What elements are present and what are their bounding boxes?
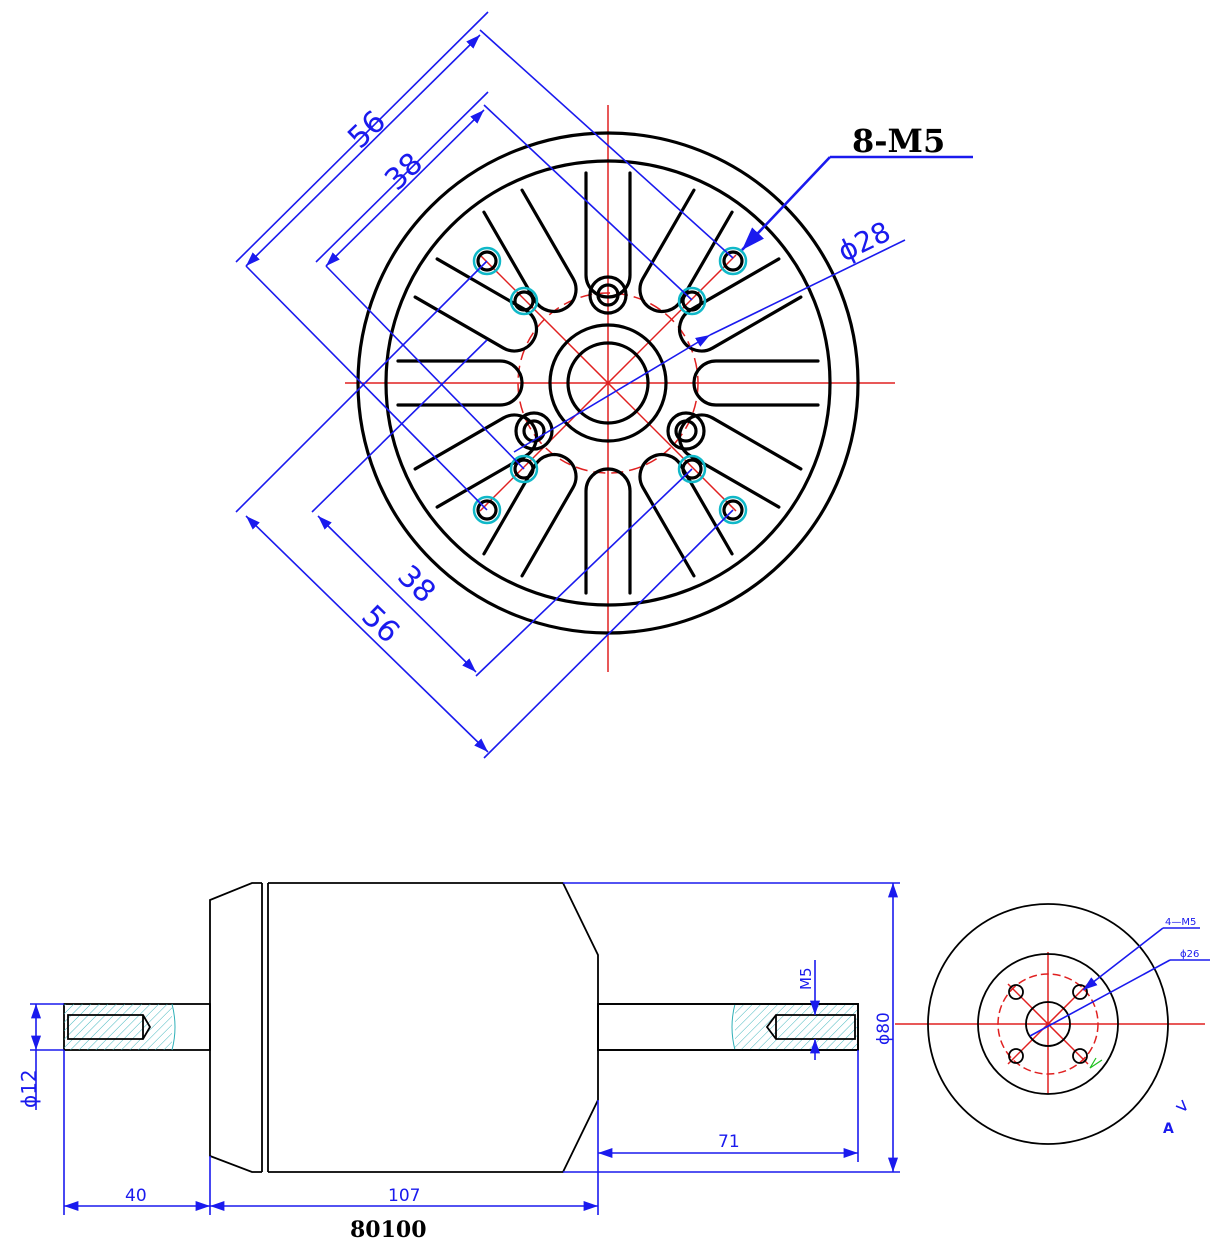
top-view: 56 38 38 56 ϕ28 8-M5 — [235, 11, 973, 759]
motor-body — [268, 882, 599, 1173]
dim-71: 71 — [718, 1132, 740, 1152]
dim-phi80: ϕ80 — [874, 1012, 894, 1045]
hub-outer — [548, 323, 668, 443]
dim-107: 107 — [388, 1186, 420, 1206]
m5-holes — [472, 246, 748, 525]
dim-38-upper: 38 — [378, 146, 430, 198]
inner-rim — [384, 159, 832, 607]
hub-inner — [566, 341, 650, 425]
dim-m5: M5 — [797, 968, 815, 991]
dim-4-m5: 4—M5 — [1165, 917, 1196, 928]
dim-38-lower: 38 — [390, 559, 442, 611]
dim-phi12: ϕ12 — [17, 1069, 41, 1108]
dim-56-upper: 56 — [341, 104, 393, 156]
side-view: ϕ12 40 107 71 M5 ϕ80 80100 — [17, 882, 900, 1242]
dim-phi26: ϕ26 — [1180, 949, 1199, 960]
dim-8-m5: 8-M5 — [852, 122, 945, 160]
top-view-dimensions — [235, 11, 973, 759]
outer-rim — [356, 131, 860, 635]
dim-56-lower: 56 — [354, 599, 406, 651]
dim-40: 40 — [125, 1186, 147, 1206]
boss-holes — [514, 275, 706, 451]
bolt-circle — [517, 292, 699, 474]
end-cap — [209, 882, 262, 1173]
front-body-outline — [927, 903, 1169, 1145]
section-a-label: A — [1163, 1121, 1174, 1137]
front-view: 4—M5 ϕ26 A — [895, 903, 1210, 1145]
front-face — [977, 953, 1119, 1095]
model-label: 80100 — [350, 1217, 427, 1242]
